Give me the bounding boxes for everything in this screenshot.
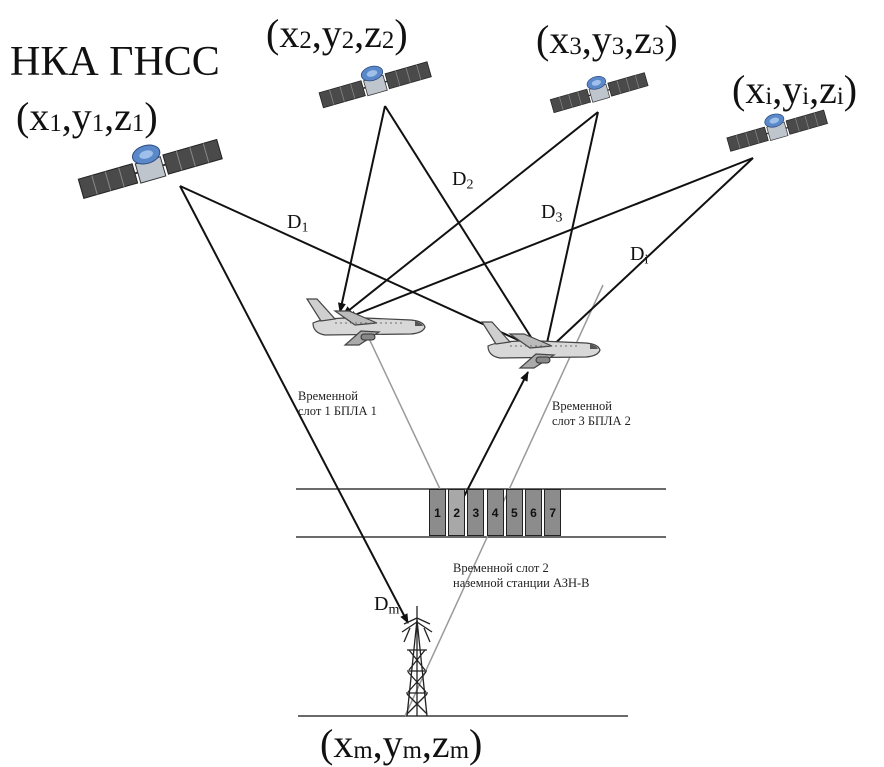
time-slot-cell: 2 bbox=[448, 489, 466, 536]
range-line-d1 bbox=[179, 185, 541, 351]
ground-station-tower-icon bbox=[401, 606, 433, 717]
range-line-dm bbox=[179, 185, 409, 624]
range-line-di bbox=[547, 157, 754, 351]
diagram-title: НКА ГНСС bbox=[10, 39, 220, 85]
satellite-i-coordinates: (xi,yi,zi) bbox=[732, 67, 858, 112]
satellite-3-coordinates: (x3,y3,z3) bbox=[536, 17, 678, 62]
range-line-sat2-uav1 bbox=[338, 105, 386, 313]
satellite-icon bbox=[726, 109, 829, 152]
time-slot-cell: 4 bbox=[486, 489, 504, 536]
aircraft-icon bbox=[480, 321, 601, 369]
uav1-slot-label: Временной слот 1 БПЛА 1 bbox=[298, 389, 377, 418]
range-line-sati-uav1 bbox=[346, 157, 754, 319]
distance-label-d2: D2 bbox=[452, 168, 474, 193]
uav2-slot-label: Временной слот 3 БПЛА 2 bbox=[552, 399, 631, 428]
time-slot-cell: 5 bbox=[505, 489, 523, 536]
satellite-icon bbox=[77, 138, 223, 200]
range-line-d2 bbox=[384, 105, 542, 354]
distance-label-d3: D3 bbox=[541, 201, 563, 226]
satellite-icon bbox=[318, 61, 432, 109]
range-line-sat3-uav1 bbox=[342, 111, 599, 316]
uplink-station-uav2 bbox=[454, 371, 529, 515]
satellite-2-coordinates: (x2,y2,z2) bbox=[266, 11, 408, 56]
distance-label-d1: D1 bbox=[287, 211, 309, 236]
satellite-1-coordinates: (x1,y1,z1) bbox=[16, 94, 158, 139]
distance-label-dm: Dm bbox=[374, 593, 400, 618]
aircraft-icon bbox=[305, 298, 426, 346]
link-uav1-slot bbox=[364, 329, 441, 490]
satellite-icon bbox=[549, 72, 649, 114]
ground-station-slot-label: Временной слот 2 наземной станции АЗН-В bbox=[453, 561, 590, 590]
time-slot-cell: 6 bbox=[525, 489, 542, 536]
time-slot-cell: 7 bbox=[544, 489, 562, 536]
ground-station-coordinates: (xm,ym,zm) bbox=[320, 721, 483, 766]
time-slot-cell: 3 bbox=[467, 489, 485, 536]
distance-label-di: Di bbox=[630, 243, 649, 268]
time-slot-cell: 1 bbox=[429, 489, 446, 536]
range-line-d3 bbox=[543, 111, 599, 353]
